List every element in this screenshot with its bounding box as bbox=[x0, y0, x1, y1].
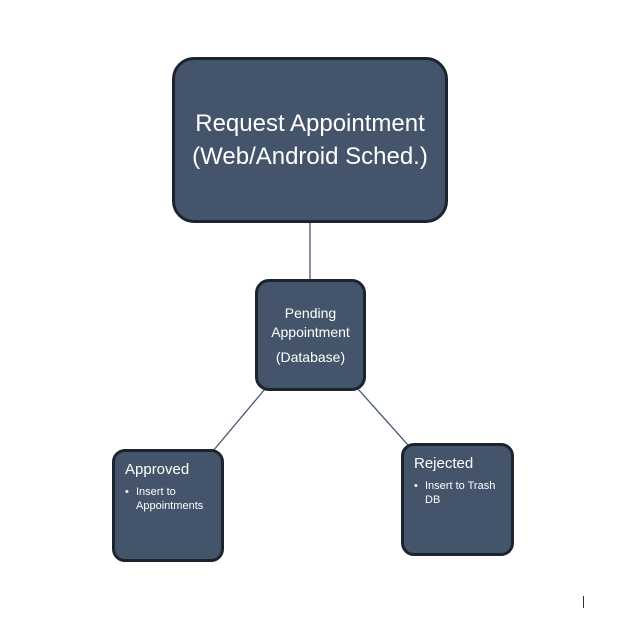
node-pending-line3: (Database) bbox=[275, 348, 346, 365]
node-request-appointment: Request Appointment (Web/Android Sched.) bbox=[172, 57, 448, 223]
node-approved-title: Approved bbox=[125, 461, 190, 478]
node-pending-appointment: Pending Appointment (Database) bbox=[255, 279, 366, 391]
text-cursor-mark bbox=[583, 596, 584, 608]
node-rejected-title: Rejected bbox=[414, 455, 474, 472]
node-request-line1: Request Appointment bbox=[195, 110, 425, 137]
node-pending-line2: Appointment bbox=[271, 323, 350, 340]
node-approved: Approved Insert to Appointments bbox=[112, 449, 224, 562]
node-approved-bullets: Insert to Appointments bbox=[125, 485, 213, 513]
edge-pending-to-rejected bbox=[357, 388, 409, 446]
node-approved-bullet-item: Insert to Appointments bbox=[125, 485, 213, 513]
node-request-line2: (Web/Android Sched.) bbox=[192, 143, 428, 170]
node-pending-line1: Pending bbox=[284, 304, 337, 321]
edge-pending-to-approved bbox=[212, 388, 266, 452]
node-rejected-bullet-item: Insert to Trash DB bbox=[414, 479, 503, 507]
node-rejected-bullets: Insert to Trash DB bbox=[414, 479, 503, 507]
node-rejected: Rejected Insert to Trash DB bbox=[401, 443, 514, 556]
